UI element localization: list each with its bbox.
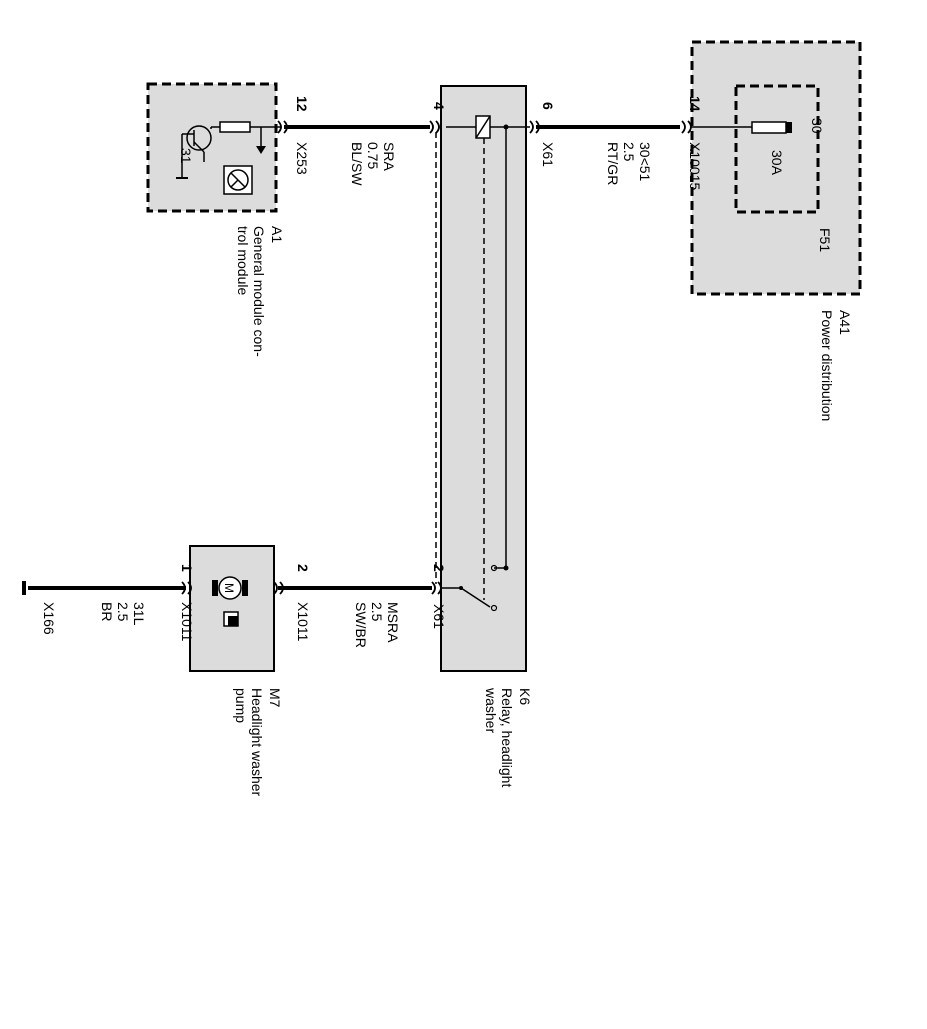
m7-pump-box	[189, 545, 275, 672]
wire2-gauge: 0.75	[365, 142, 381, 169]
k6-ref: K6	[517, 688, 533, 705]
wire1-gauge: 2.5	[621, 142, 637, 162]
pin-a1-12: 12	[294, 96, 310, 112]
connector-x1011-b: X1011	[179, 602, 195, 642]
connector-block-icon	[223, 611, 239, 627]
m7-name-line1: Headlight washer	[249, 688, 265, 797]
wire4-gauge: 2.5	[115, 602, 131, 622]
a41-module-box	[690, 40, 862, 296]
f51-rating: 30A	[769, 150, 785, 176]
wire2-circuit: SRA	[381, 142, 397, 171]
a1-name-line1: General module con-	[251, 226, 267, 357]
f51-ref: F51	[817, 228, 833, 252]
pin-k6-2: 2	[431, 564, 447, 572]
connector-x10015: X10015	[687, 142, 703, 190]
m7-name-line2: pump	[233, 688, 249, 723]
k6-name-line1: Relay, headlight	[499, 688, 515, 787]
a1-module-box	[146, 82, 278, 213]
pin-m7-2: 2	[295, 564, 311, 572]
k6-name-line2: washer	[483, 687, 499, 733]
wire1-color: RT/GR	[605, 142, 621, 185]
motor-icon: M	[212, 576, 248, 600]
fuse-icon	[751, 121, 792, 134]
a41-ref: A41	[837, 310, 853, 335]
m7-ref: M7	[267, 688, 283, 708]
ground-arrow-icon	[256, 127, 266, 154]
wire3-gauge: 2.5	[369, 602, 385, 622]
transistor-icon	[176, 125, 220, 179]
pin-k6-6: 6	[540, 102, 556, 110]
relay-coil-icon	[440, 115, 530, 612]
pin-m7-1: 1	[179, 564, 195, 572]
pin-k6-4: 4	[431, 102, 447, 110]
f51-fuse-box	[734, 84, 820, 214]
wire2-color: BL/SW	[349, 142, 365, 186]
wire4-circuit: 31L	[131, 602, 147, 626]
a1-ref: A1	[269, 226, 285, 243]
connector-x253: X253	[294, 142, 310, 175]
connector-x61-bottom: X61	[431, 604, 447, 629]
connector-x61-top: X61	[540, 142, 556, 167]
wire4-color: BR	[99, 602, 115, 621]
a1-name-line2: trol module	[235, 226, 251, 295]
a41-name: Power distribution	[819, 310, 835, 421]
connector-arcs	[181, 120, 692, 595]
a1-ground-terminal: 31	[178, 148, 194, 164]
wire1-circuit: 30<51	[637, 142, 653, 182]
wire3-circuit: MSRA	[385, 602, 401, 643]
pin-a41-14: 14	[687, 96, 703, 112]
connector-x166: X166	[41, 602, 57, 635]
f51-terminal: 30	[809, 118, 825, 134]
wire3-color: SW/BR	[353, 602, 369, 648]
control-unit-icon	[223, 165, 253, 195]
connector-x1011-a: X1011	[295, 602, 311, 642]
motor-symbol: M	[222, 583, 236, 593]
resistor-icon	[219, 121, 280, 133]
